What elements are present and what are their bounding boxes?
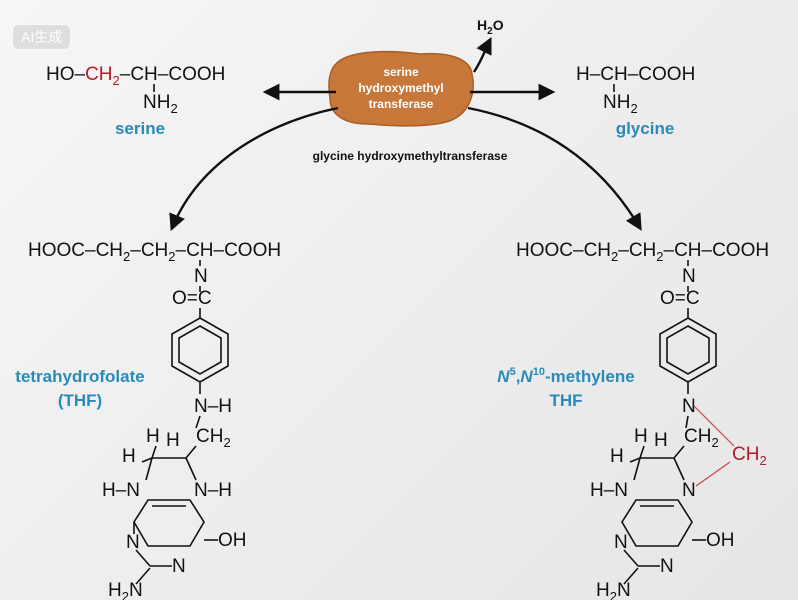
serine-label: serine	[115, 119, 165, 138]
glycine-amine: NH2	[603, 92, 638, 116]
methylene-thf-h-2: H	[654, 430, 668, 451]
thf-h-3: H	[122, 446, 136, 467]
enzyme-label-2: hydroxymethyl	[358, 81, 443, 95]
arrow-to-thf	[169, 106, 339, 232]
enzyme-label-1: serine	[383, 65, 419, 79]
methylene-thf-structure: HOOC–CH2–CH2–CH–COOH N O=C N CH2 H H H H…	[516, 240, 769, 600]
methylene-thf-oh: OH	[706, 530, 735, 551]
methylene-bridge: CH2	[732, 444, 767, 468]
enzyme-blob	[328, 50, 474, 127]
methylene-thf-ch2: CH2	[684, 426, 719, 450]
enzyme-caption: glycine hydroxymethyltransferase	[313, 149, 508, 163]
glycine-label: glycine	[616, 119, 675, 138]
methylene-thf-n5: N	[682, 480, 696, 501]
thf-h-2: H	[166, 430, 180, 451]
water-arrow	[473, 36, 492, 73]
thf-ring-n-2: N	[172, 556, 186, 577]
methylene-thf-label-1: N5,N10-methylene	[497, 366, 634, 386]
methylene-thf-nh2: H2N	[596, 580, 631, 600]
thf-oh: OH	[218, 530, 247, 551]
methylene-thf-ring-nh-left: H–N	[590, 480, 628, 501]
thf-nh: N–H	[194, 396, 232, 417]
methylene-thf-label-2: THF	[549, 391, 582, 410]
thf-ring-nh-left: H–N	[102, 480, 140, 501]
methylene-thf-h-3: H	[610, 446, 624, 467]
serine-formula: HO–CH2–CH–COOH	[46, 64, 225, 88]
thf-chain: HOOC–CH2–CH2–CH–COOH	[28, 240, 281, 264]
serine-amine: NH2	[143, 92, 178, 116]
water-label: H2O	[477, 17, 504, 37]
thf-ring-nh-right: N–H	[194, 480, 232, 501]
methylene-thf-n10: N	[682, 396, 696, 417]
thf-nh2: H2N	[108, 580, 143, 600]
glycine-formula: H–CH–COOH	[576, 64, 695, 85]
thf-h-1: H	[146, 426, 160, 447]
methylene-thf-n: N	[682, 266, 696, 287]
thf-ring-n-1: N	[126, 532, 140, 553]
enzyme-label-3: transferase	[369, 97, 434, 111]
methylene-thf-ring-n-1: N	[614, 532, 628, 553]
thf-label-2: (THF)	[58, 391, 102, 410]
methylene-thf-ring-n-2: N	[660, 556, 674, 577]
watermark: AI生成	[12, 24, 72, 50]
thf-label-1: tetrahydrofolate	[15, 367, 144, 386]
methylene-thf-co: O=C	[660, 288, 700, 309]
thf-co: O=C	[172, 288, 212, 309]
thf-ch2: CH2	[196, 426, 231, 450]
methylene-thf-chain: HOOC–CH2–CH2–CH–COOH	[516, 240, 769, 264]
thf-structure: HOOC–CH2–CH2–CH–COOH N O=C N–H CH2 H H H…	[28, 240, 281, 600]
thf-n: N	[194, 266, 208, 287]
methylene-thf-h-1: H	[634, 426, 648, 447]
arrow-to-methylene-thf	[467, 106, 642, 231]
